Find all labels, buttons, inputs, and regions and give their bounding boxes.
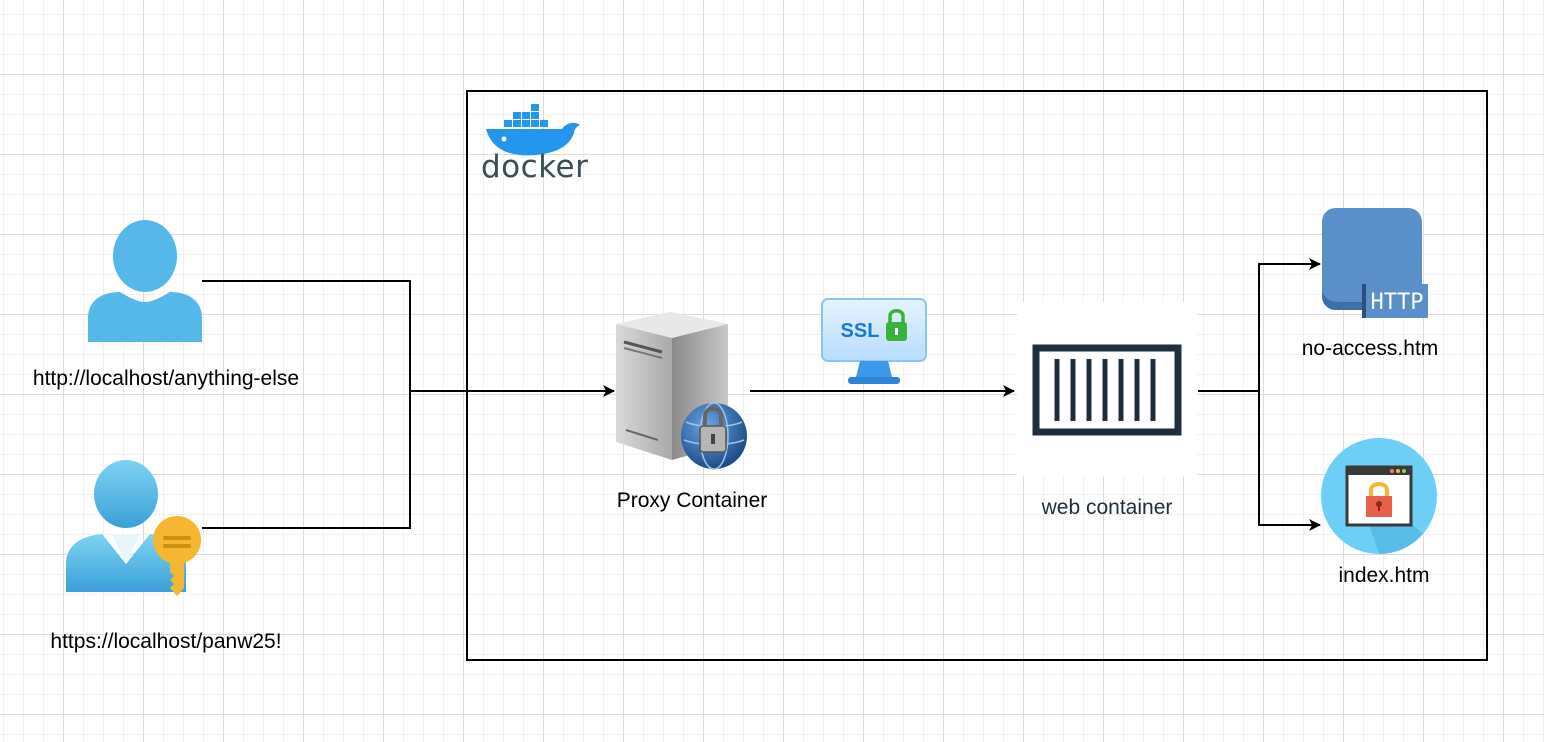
connector-user1 <box>202 280 411 391</box>
docker-logo-text: docker <box>481 149 589 185</box>
connector-to-no-access <box>1258 258 1321 391</box>
connector-user2 <box>202 391 411 529</box>
web-container-label: web container <box>1041 496 1173 519</box>
index-label: index.htm <box>1338 564 1430 587</box>
locked-browser-page-icon <box>1320 437 1438 555</box>
container-icon <box>1017 302 1197 476</box>
ssl-monitor-icon: SSL <box>820 297 928 389</box>
proxy-label: Proxy Container <box>616 489 768 512</box>
user-authenticated-label: https://localhost/panw25! <box>50 630 282 653</box>
http-badge-text: HTTP <box>1371 290 1424 315</box>
user-anonymous-label: http://localhost/anything-else <box>32 367 300 390</box>
connector-to-index <box>1258 391 1321 531</box>
no-access-label: no-access.htm <box>1301 337 1439 360</box>
user-icon <box>86 220 204 342</box>
secure-server-icon <box>612 310 752 470</box>
ssl-badge-text: SSL <box>841 320 880 342</box>
docker-boundary <box>466 90 1488 661</box>
http-document-icon: HTTP <box>1320 206 1430 320</box>
user-key-icon <box>64 460 206 596</box>
docker-logo-icon <box>482 97 586 187</box>
